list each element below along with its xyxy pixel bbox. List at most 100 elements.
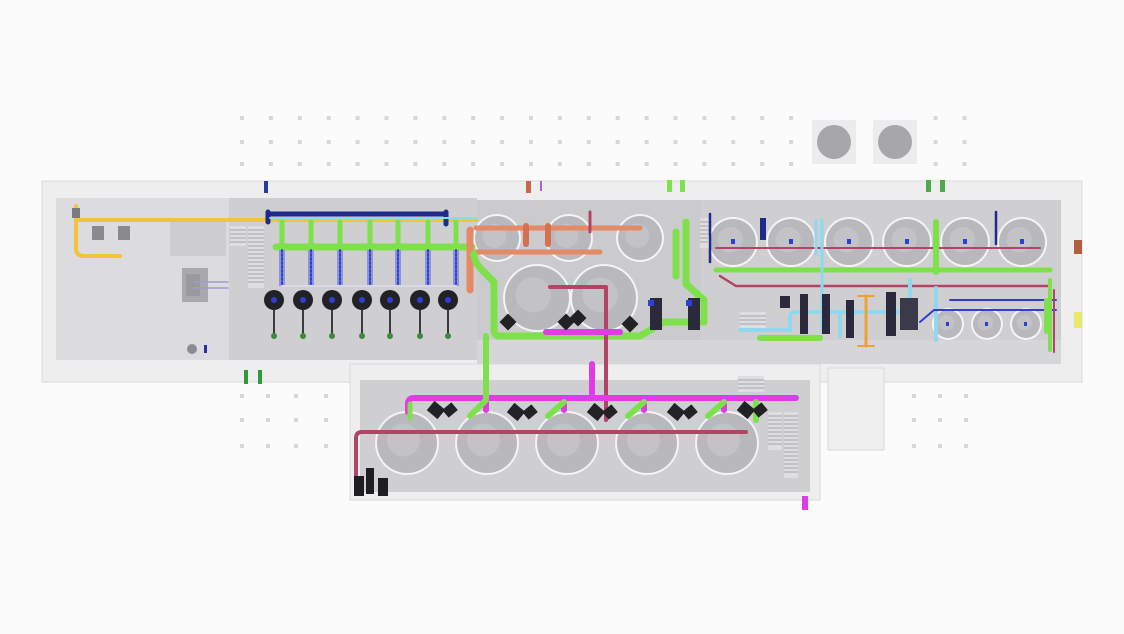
column-marker-icon xyxy=(268,162,273,166)
column-marker-icon xyxy=(964,394,968,398)
column-marker-icon xyxy=(938,418,942,422)
column-marker-icon xyxy=(912,418,916,422)
column-marker-icon xyxy=(615,140,620,144)
column-marker-icon xyxy=(413,116,418,120)
pump-icon xyxy=(666,402,686,422)
column-marker-icon xyxy=(500,162,505,166)
column-marker-icon xyxy=(962,116,967,120)
column-marker-icon xyxy=(586,162,591,166)
piping xyxy=(72,204,1057,490)
column-marker-icon xyxy=(644,140,649,144)
pump-icon xyxy=(352,290,372,339)
column-marker-icon xyxy=(760,162,765,166)
column-marker-icon xyxy=(294,418,298,422)
pump-icon xyxy=(438,290,458,339)
column-marker-icon xyxy=(529,140,533,144)
column-marker-icon xyxy=(912,394,916,398)
column-marker-icon xyxy=(673,140,678,144)
column-marker-icon xyxy=(240,394,244,398)
pipe-yellow xyxy=(74,204,478,258)
column-marker-icon xyxy=(324,394,328,398)
column-marker-icon xyxy=(702,116,707,120)
tank-icon xyxy=(535,411,599,475)
column-marker-icon xyxy=(355,162,360,166)
column-marker-icon xyxy=(673,162,678,166)
column-marker-icon xyxy=(297,162,302,166)
column-marker-icon xyxy=(760,140,765,144)
column-marker-icon xyxy=(266,394,270,398)
column-marker-icon xyxy=(384,116,389,120)
column-marker-icon xyxy=(240,116,244,120)
column-marker-icon xyxy=(933,140,938,144)
column-marker-icon xyxy=(615,162,620,166)
pump-icon xyxy=(426,400,446,420)
column-marker-icon xyxy=(294,444,298,448)
column-marker-icon xyxy=(702,162,707,166)
column-marker-icon xyxy=(268,116,273,120)
column-marker-icon xyxy=(442,116,447,120)
column-marker-icon xyxy=(324,444,328,448)
column-marker-icon xyxy=(355,140,360,144)
column-marker-icon xyxy=(326,116,331,120)
column-marker-icon xyxy=(789,140,794,144)
column-marker-icon xyxy=(586,116,591,120)
column-marker-icon xyxy=(586,140,591,144)
column-marker-icon xyxy=(294,394,298,398)
column-marker-icon xyxy=(938,444,942,448)
column-marker-icon xyxy=(500,116,505,120)
column-marker-icon xyxy=(933,162,938,166)
stair-icon xyxy=(740,312,766,330)
valve-icon xyxy=(92,226,104,240)
tank-icon xyxy=(503,264,571,332)
column-marker-icon xyxy=(557,140,562,144)
pump-icon xyxy=(569,309,587,327)
column-marker-icon xyxy=(324,418,328,422)
column-marker-icon xyxy=(912,444,916,448)
column-marker-icon xyxy=(297,140,302,144)
equipment xyxy=(354,218,918,496)
stair-icon xyxy=(230,226,246,246)
pump-icon xyxy=(264,290,284,339)
column-marker-icon xyxy=(673,116,678,120)
column-marker-icon xyxy=(240,140,244,144)
pipe-salmon xyxy=(473,225,643,255)
pump-icon xyxy=(499,313,517,331)
column-marker-icon xyxy=(731,162,736,166)
column-grid xyxy=(240,116,968,448)
column-marker-icon xyxy=(962,162,967,166)
column-marker-icon xyxy=(760,116,765,120)
column-marker-icon xyxy=(731,140,736,144)
pump-icon xyxy=(410,290,430,339)
column-marker-icon xyxy=(240,444,244,448)
column-marker-icon xyxy=(964,444,968,448)
column-marker-icon xyxy=(500,140,505,144)
column-marker-icon xyxy=(964,418,968,422)
stairs xyxy=(230,218,798,478)
pumps xyxy=(264,290,768,422)
column-marker-icon xyxy=(789,162,794,166)
valve-icon xyxy=(118,226,130,240)
pump-icon xyxy=(293,290,313,339)
stair-icon xyxy=(784,412,798,478)
column-marker-icon xyxy=(266,418,270,422)
column-marker-icon xyxy=(384,140,389,144)
tank-icon xyxy=(473,214,521,262)
column-marker-icon xyxy=(240,418,244,422)
column-marker-icon xyxy=(442,162,447,166)
tank-icon xyxy=(616,214,664,262)
column-marker-icon xyxy=(615,116,620,120)
column-marker-icon xyxy=(266,444,270,448)
column-marker-icon xyxy=(644,162,649,166)
pump-icon xyxy=(506,402,526,422)
column-marker-icon xyxy=(702,140,707,144)
column-marker-icon xyxy=(644,116,649,120)
column-marker-icon xyxy=(268,140,273,144)
column-marker-icon xyxy=(355,116,360,120)
tank-icon xyxy=(615,411,679,475)
stair-icon xyxy=(248,226,264,288)
column-marker-icon xyxy=(297,116,302,120)
column-marker-icon xyxy=(789,116,794,120)
tank-icon xyxy=(997,217,1047,267)
pump-icon xyxy=(380,290,400,339)
pump-icon xyxy=(736,400,756,420)
